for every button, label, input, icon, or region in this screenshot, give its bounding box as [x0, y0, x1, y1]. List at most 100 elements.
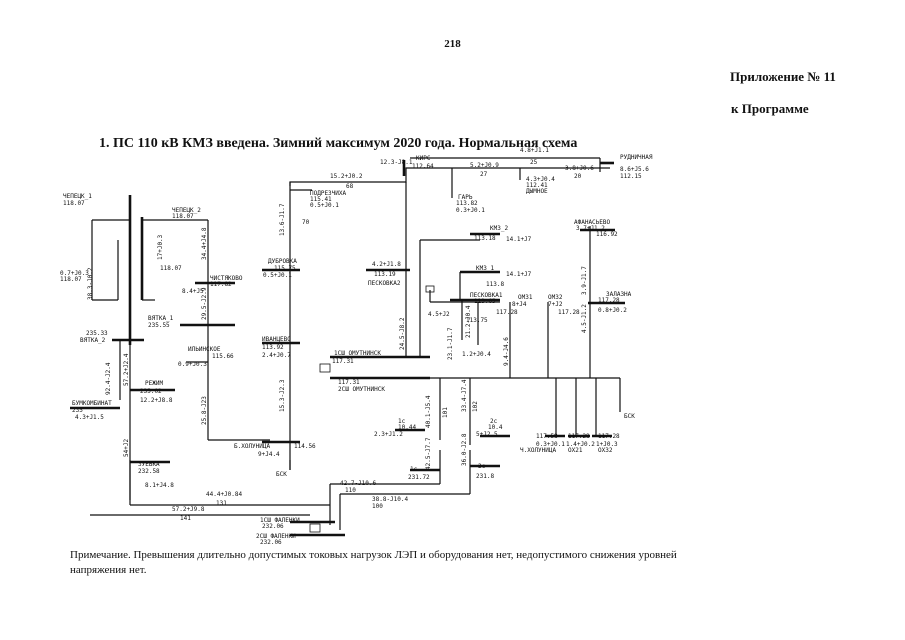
load-label: 0.3+J0.1 — [536, 441, 565, 448]
flow-label: 34.4+J4.8 — [201, 227, 208, 260]
substation-name: ПОДРЕЗЧИХА — [310, 190, 347, 197]
substation-name: ДУБРОВКА — [268, 258, 297, 265]
load-label: 0.3+J0.1 — [456, 207, 485, 214]
load-label: 1+J0.3 — [596, 441, 618, 448]
substation-name: ОМ32 — [548, 294, 563, 301]
load-label: 5+J2.5 — [476, 431, 498, 438]
program-label: к Программе — [731, 101, 809, 116]
substation-voltage: 113.75 — [466, 317, 488, 324]
line-number: 141 — [180, 515, 191, 522]
substation-voltage: 118.07 — [60, 276, 82, 283]
substation-voltage: 117.28 — [558, 309, 580, 316]
flow-label: 4.8+J1.1 — [520, 147, 549, 154]
substation-voltage: 113.82 — [456, 200, 478, 207]
load-label: 12.2+J8.8 — [140, 397, 173, 404]
substation-voltage: 117.28 — [568, 433, 590, 440]
substation-name: ЗУЕВКА — [138, 461, 160, 468]
substation-zuevka: ЗУЕВКА 232.58 8.1+J4.8 — [130, 460, 174, 489]
flow-label: 17+J0.3 — [157, 234, 164, 260]
flow-label: 21.2-J0.4 — [465, 305, 472, 338]
substation-voltage: 115.75 — [274, 265, 296, 272]
substation-name: ОМ31 — [518, 294, 533, 301]
substation-voltage: 235.55 — [148, 322, 170, 329]
line-number: 100 — [372, 503, 383, 510]
load-label: 8.6+J5.6 — [620, 166, 649, 173]
flow-label: 12.3-J8.1 — [380, 159, 413, 166]
substation-voltage: 118.07 — [160, 265, 182, 272]
substation-name: ПЕСКОВКА2 — [368, 280, 401, 287]
flow-label: 40.1-J5.4 — [425, 395, 432, 428]
substation-name: 1с — [410, 466, 418, 473]
flow-label: 57.2+J2.4 — [123, 353, 130, 386]
substation-name: ЧИСТЯКОВО — [210, 275, 243, 282]
appendix-label: Приложение № 11 — [730, 69, 836, 84]
substation-voltage: 113.18 — [474, 235, 496, 242]
substation-name: Б.ХОЛУНИЦА — [234, 443, 271, 450]
substation-name: ОХ32 — [598, 447, 613, 454]
substation-gar: ГАРЬ 113.82 0.3+J0.1 — [451, 168, 485, 214]
substation-voltage: 112.64 — [412, 163, 434, 170]
substation-name: ГАРЬ — [458, 194, 473, 201]
substation-iljinskoe: ИЛЬИНСКОЕ 115.66 0.9+J0.3 — [178, 346, 234, 368]
load-label: 0.8+J0.2 — [598, 307, 627, 314]
substation-voltage: 10.44 — [398, 424, 416, 431]
line-number: 102 — [472, 401, 479, 412]
substation-voltage: 235 — [72, 407, 83, 414]
substation-name: РЕЖИМ — [145, 380, 163, 387]
substation-name: 2с — [490, 418, 498, 425]
load-label: 0.5+J0.1 — [263, 272, 292, 279]
footnote-line1: Примечание. Превышения длительно допусти… — [70, 549, 677, 561]
load-label: 4.3+J1.5 — [75, 414, 104, 421]
substation-voltage: 117.58 — [536, 433, 558, 440]
substation-voltage: 115.66 — [212, 353, 234, 360]
load-label: 4.5+J2 — [428, 311, 450, 318]
bsk-label: БСК — [624, 413, 635, 420]
substation-voltage: 231.8 — [476, 473, 494, 480]
load-label: 0.9+J0.3 — [178, 361, 207, 368]
left-network — [90, 195, 330, 516]
substation-name: ПЕСКОВКА1 — [470, 292, 503, 299]
load-label: 1.2+J0.4 — [462, 351, 491, 358]
substation-name: ИВАНЦЕВО — [262, 336, 291, 343]
substation-name: 1СШ ФАЛЕНКИ — [260, 517, 300, 524]
load-label: 1.4+J0.2 — [566, 441, 595, 448]
substation-bumkombinat: БУМКОМБИНАТ 235 4.3+J1.5 — [70, 400, 120, 421]
flow-label: 38.3-J0.2 — [87, 267, 94, 300]
substation-name: ДЫМНОЕ — [526, 188, 548, 195]
line-number: 25 — [530, 159, 538, 166]
substation-name: 2с — [478, 463, 486, 470]
flow-label: 5.2+J0.9 — [470, 162, 499, 169]
substation-voltage: 117.82 — [210, 281, 232, 288]
load-label: 2.4+J0.7 — [262, 352, 291, 359]
substation-voltage: 232.06 — [260, 539, 282, 546]
substation-name: ОХ21 — [568, 447, 583, 454]
central-left-trunk — [262, 182, 300, 470]
substation-voltage: 115.41 — [310, 196, 332, 203]
load-label: 14.1+J7 — [506, 271, 532, 278]
substation-voltage: 117.28 — [598, 297, 620, 304]
om-buses — [509, 226, 625, 378]
substation-voltage: 235.33 — [86, 330, 108, 337]
flow-label: 24.5-J8.2 — [399, 317, 406, 350]
substation-voltage: 113.92 — [262, 344, 284, 351]
page-number: 218 — [444, 38, 461, 50]
load-label: 8.1+J4.8 — [145, 482, 174, 489]
line-number: 70 — [302, 219, 310, 226]
load-label: 0.5+J0.1 — [310, 202, 339, 209]
substation-voltage: 112.15 — [620, 173, 642, 180]
substation-voltage: 113.8 — [486, 281, 504, 288]
substation-name: 1с — [398, 418, 406, 425]
substation-name: ВЯТКА_1 — [148, 315, 174, 322]
flow-label: 29.5-J2.9 — [201, 287, 208, 320]
substation-name: РУДНИЧНАЯ — [620, 154, 653, 161]
substation-name: ЗАЛАЗНА — [606, 291, 632, 298]
substation-name: 2СШ ОМУТНИНСК — [338, 386, 385, 393]
line-number: 110 — [345, 487, 356, 494]
load-label: 2.3+J1.2 — [374, 431, 403, 438]
flow-label: 44.4+J0.84 — [206, 491, 243, 498]
line-number: 20 — [574, 173, 582, 180]
flow-label: 3.8+J0.6 — [565, 165, 594, 172]
substation-voltage: 117.31 — [332, 358, 354, 365]
flow-label: 15.3-J2.3 — [279, 379, 286, 412]
